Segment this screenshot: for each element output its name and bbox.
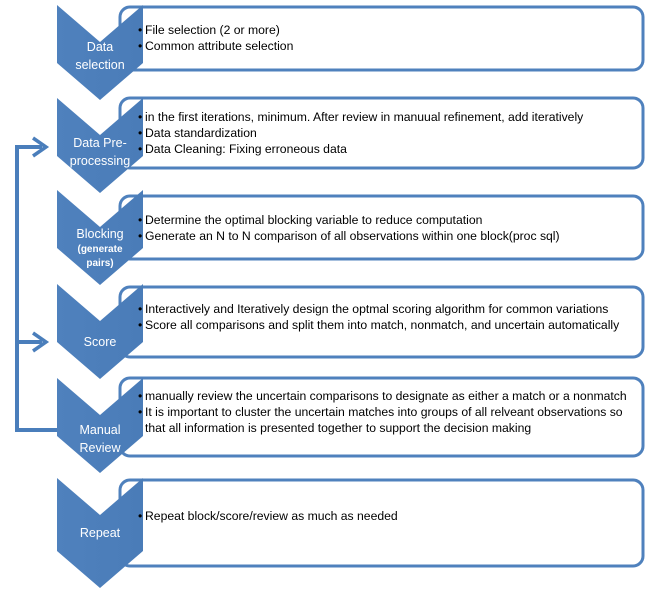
step-label-manual-review: Manual Review bbox=[55, 421, 145, 457]
bullet-item: Data standardization bbox=[138, 125, 638, 141]
chevron-blocking bbox=[57, 190, 143, 285]
step-details-repeat: Repeat block/score/review as much as nee… bbox=[138, 508, 638, 524]
bullet-item: Interactively and Iteratively design the… bbox=[138, 301, 638, 317]
step-label-repeat: Repeat bbox=[55, 524, 145, 542]
step-label-line: selection bbox=[75, 58, 125, 73]
feedback-loop-line bbox=[15, 145, 57, 432]
chevron-repeat bbox=[57, 478, 143, 588]
step-label-line: Data Pre- bbox=[73, 136, 127, 150]
step-sublabel: (generate pairs) bbox=[77, 244, 123, 269]
step-details-data-selection: File selection (2 or more) Common attrib… bbox=[138, 22, 638, 54]
step-label-line: Data bbox=[86, 40, 114, 54]
step-label-line: processing bbox=[69, 154, 131, 169]
step-label-data-selection: Data selection bbox=[55, 38, 145, 74]
step-label-line: Blocking bbox=[76, 227, 124, 241]
arrow-head-to-preprocessing bbox=[32, 136, 50, 158]
step-label-score: Score bbox=[55, 333, 145, 351]
bullet-item: Generate an N to N comparison of all obs… bbox=[138, 228, 638, 244]
step-details-manual-review: manually review the uncertain comparison… bbox=[138, 388, 638, 436]
arrow-head-to-score bbox=[32, 331, 50, 353]
step-details-data-preprocessing: in the first iterations, minimum. After … bbox=[138, 109, 638, 157]
bullet-item: Data Cleaning: Fixing erroneous data bbox=[138, 141, 638, 157]
chevron-data-selection bbox=[57, 5, 143, 100]
chevron-score bbox=[57, 284, 143, 379]
step-details-score: Interactively and Iteratively design the… bbox=[138, 301, 638, 333]
step-label-line: Repeat bbox=[79, 526, 121, 540]
bullet-item: in the first iterations, minimum. After … bbox=[138, 109, 638, 125]
bullet-item: Score all comparisons and split them int… bbox=[138, 317, 638, 333]
chevron-data-preprocessing bbox=[57, 98, 143, 193]
step-label-line: Manual bbox=[79, 423, 121, 437]
step-label-data-preprocessing: Data Pre- processing bbox=[55, 134, 145, 170]
bullet-item: Determine the optimal blocking variable … bbox=[138, 212, 638, 228]
chevron-manual-review bbox=[57, 378, 143, 473]
bullet-item: Repeat block/score/review as much as nee… bbox=[138, 508, 638, 524]
bullet-item: Common attribute selection bbox=[138, 38, 638, 54]
bullet-item: manually review the uncertain comparison… bbox=[138, 388, 638, 404]
step-label-line: Review bbox=[79, 441, 121, 456]
bullet-item: File selection (2 or more) bbox=[138, 22, 638, 38]
step-label-line: Score bbox=[83, 335, 117, 349]
step-details-blocking: Determine the optimal blocking variable … bbox=[138, 212, 638, 244]
feedback-loop-arrows bbox=[15, 136, 57, 432]
step-label-blocking: Blocking (generate pairs) bbox=[55, 225, 145, 270]
bullet-item: It is important to cluster the uncertain… bbox=[138, 404, 638, 436]
